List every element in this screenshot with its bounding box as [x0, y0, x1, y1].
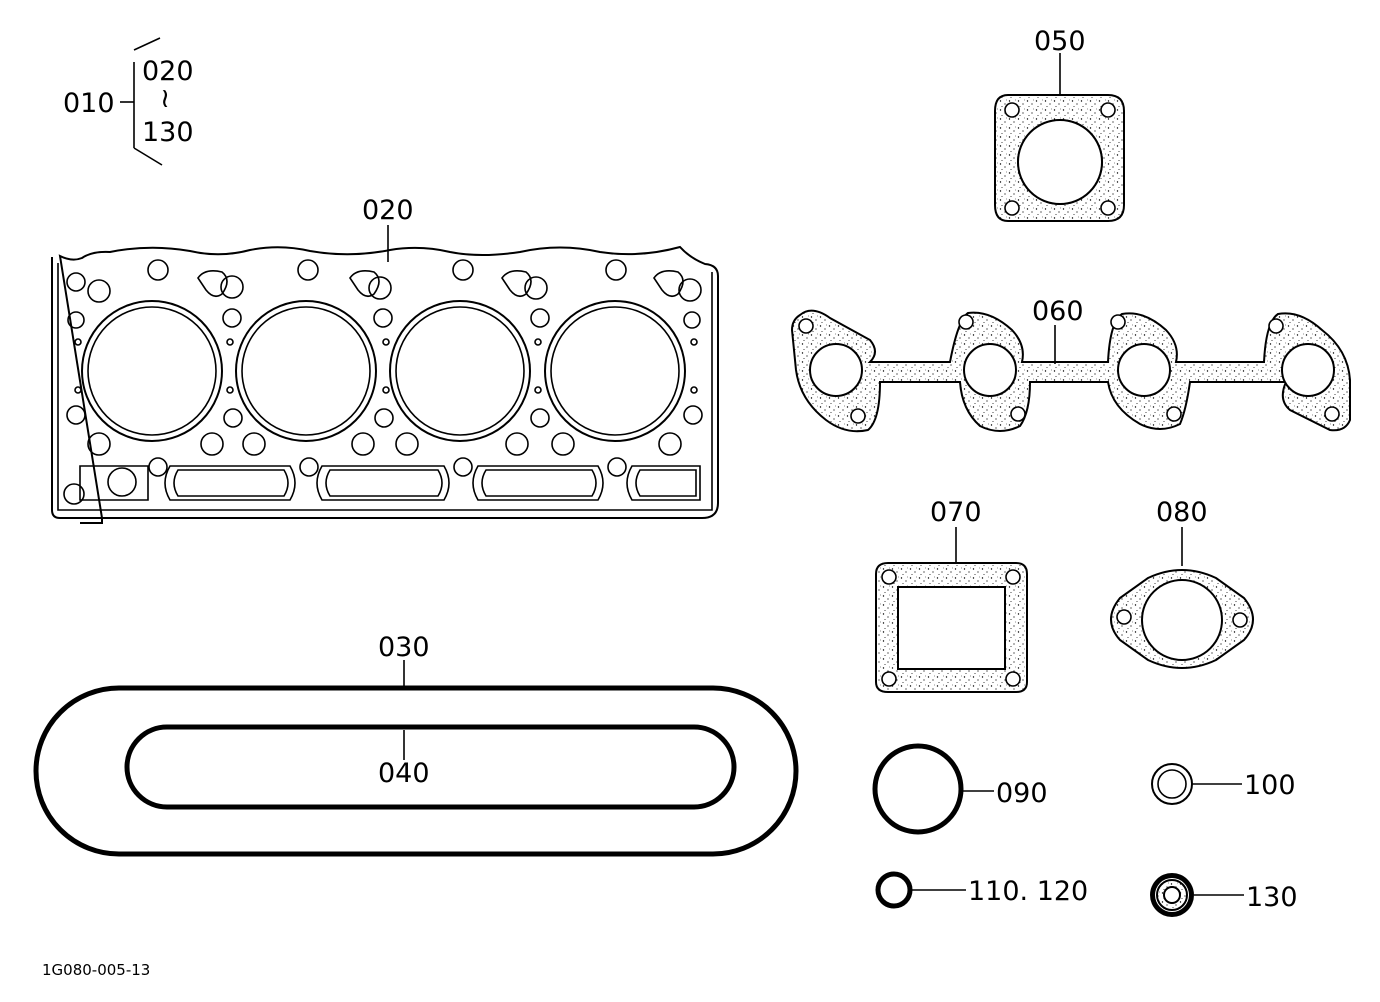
oil-seal-label: 130 [1246, 882, 1298, 913]
seal-rings: 030 040 [33, 632, 799, 857]
o-ring-small-label: 110. 120 [968, 876, 1088, 907]
flange-gasket-label: 080 [1156, 497, 1208, 528]
oil-seal: 130 [1150, 873, 1298, 917]
o-ring-large: 090 [872, 743, 1048, 835]
group-range-tilde: ≀ [160, 83, 170, 114]
bolt-holes [63, 259, 703, 505]
o-ring-small: 110. 120 [875, 871, 1088, 909]
flange-gasket: 080 [1110, 497, 1254, 669]
square-gasket: 050 [994, 26, 1125, 222]
outer-seal-label: 030 [378, 632, 430, 663]
manifold-gasket-label: 060 [1032, 296, 1084, 327]
manifold-gasket: 060 [790, 296, 1351, 433]
inner-seal-label: 040 [378, 758, 430, 789]
group-range-end: 130 [142, 117, 194, 148]
figure-code: 1G080-005-13 [42, 961, 150, 979]
square-gasket-label: 050 [1034, 26, 1086, 57]
washer: 100 [1151, 763, 1296, 805]
cylinder-head-gasket: 020 [51, 195, 719, 524]
oil-slots [79, 465, 701, 501]
cylinder-bores [81, 300, 686, 442]
cover-gasket-label: 070 [930, 497, 982, 528]
water-passages [197, 270, 684, 298]
cover-gasket: 070 [875, 497, 1028, 693]
group-part-label: 010 [63, 88, 115, 119]
o-ring-large-label: 090 [996, 778, 1048, 809]
head-gasket-label: 020 [362, 195, 414, 226]
group-range-start: 020 [142, 56, 194, 87]
group-bracket: 010 020 ≀ 130 [63, 37, 194, 166]
washer-label: 100 [1244, 770, 1296, 801]
